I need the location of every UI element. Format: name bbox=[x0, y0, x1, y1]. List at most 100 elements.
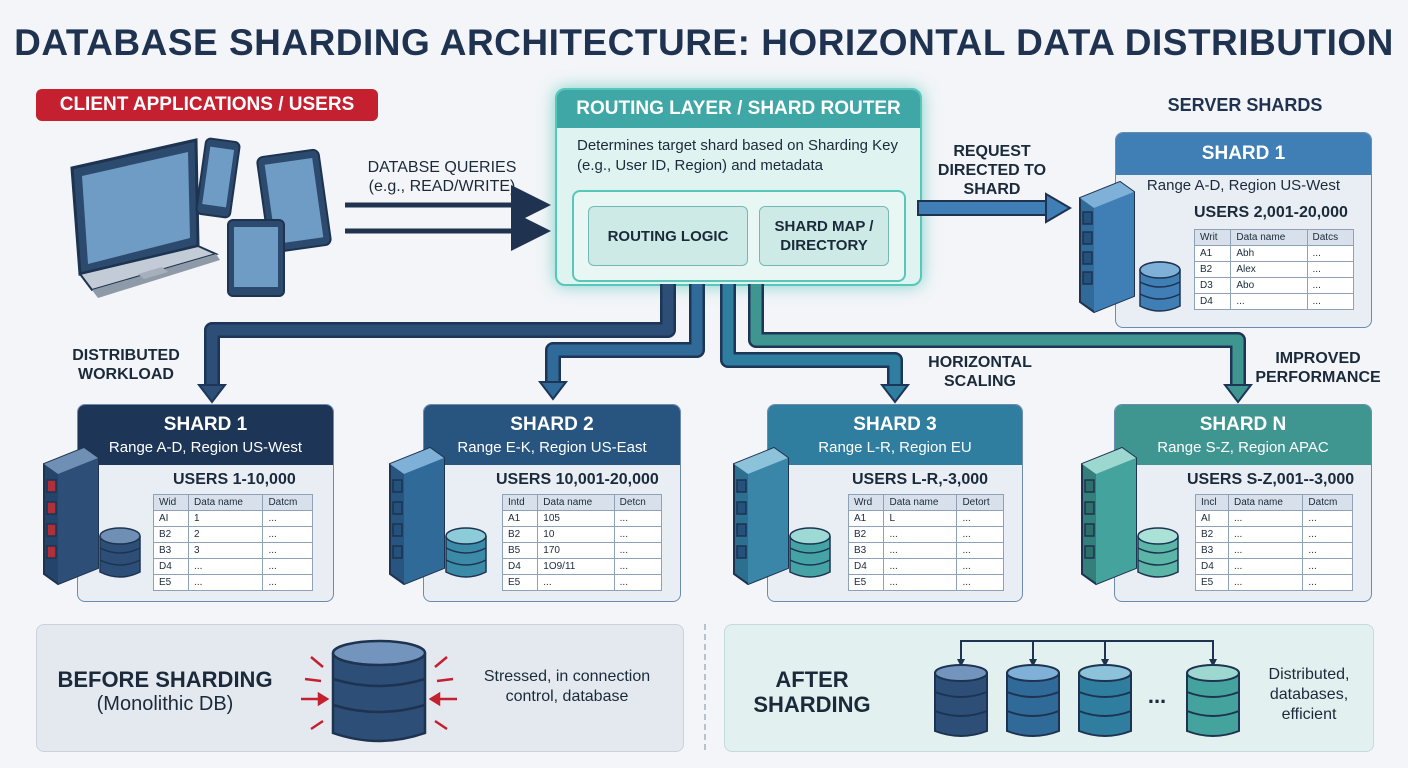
small-tablet-icon bbox=[227, 219, 285, 297]
shard-name: SHARD 3 bbox=[853, 414, 937, 435]
request-label-line3: SHARD bbox=[963, 181, 1021, 198]
panel-divider bbox=[704, 624, 706, 750]
shard-range: Range A-D, Region US-West bbox=[108, 439, 303, 456]
before-text-line2: control, database bbox=[505, 688, 629, 705]
queries-label-line2: (e.g., READ/WRITE) bbox=[368, 178, 516, 195]
routing-arrowheads bbox=[196, 381, 1254, 404]
before-text-line1: Stressed, in connection bbox=[483, 668, 651, 685]
top-shard-range: Range A-D, Region US-West bbox=[1146, 177, 1341, 194]
shard-1-server-icon bbox=[43, 446, 141, 586]
client-applications-badge: CLIENT APPLICATIONS / USERS bbox=[36, 89, 378, 121]
request-directed-label: REQUEST DIRECTED TO SHARD bbox=[922, 142, 1062, 199]
distributed-workload-label: DISTRIBUTED WORKLOAD bbox=[56, 346, 196, 384]
shard-range: Range E-K, Region US-East bbox=[457, 439, 647, 456]
shard-map-box: SHARD MAP / DIRECTORY bbox=[759, 206, 889, 266]
horizontal-label-line1: HORIZONTAL bbox=[928, 354, 1032, 371]
table-row: D4...... bbox=[1195, 558, 1353, 575]
before-sharding-subtitle: (Monolithic DB) bbox=[96, 693, 234, 715]
shard-range: Range L-R, Region EU bbox=[818, 439, 972, 456]
horizontal-scaling-label: HORIZONTAL SCALING bbox=[920, 353, 1040, 391]
queries-label: DATABSE QUERIES (e.g., READ/WRITE) bbox=[352, 158, 532, 196]
table-row: E5...... bbox=[501, 574, 663, 591]
queries-label-line1: DATABSE QUERIES bbox=[367, 159, 517, 176]
table-row: E5...... bbox=[152, 574, 313, 591]
table-row: B2...... bbox=[847, 526, 1004, 543]
top-shard-header: SHARD 1 bbox=[1116, 133, 1371, 175]
shard-card-header: SHARD 2 Range E-K, Region US-East bbox=[424, 405, 680, 465]
query-arrows bbox=[345, 185, 551, 251]
table-row: B3...... bbox=[847, 542, 1004, 559]
after-sharding-panel: AFTER SHARDING ... Distributed, databas bbox=[724, 624, 1374, 752]
improved-performance-label: IMPROVED PERFORMANCE bbox=[1248, 349, 1388, 387]
shard-2-server-icon bbox=[389, 446, 487, 586]
top-shard-server-icon bbox=[1079, 180, 1181, 314]
shard-card-2: SHARD 2 Range E-K, Region US-East USERS … bbox=[423, 404, 681, 602]
after-text-line1: Distributed, bbox=[1268, 666, 1350, 683]
shard-name: SHARD 1 bbox=[163, 414, 248, 435]
distributed-databases-icon bbox=[934, 640, 1240, 737]
shard-card-header: SHARD 1 Range A-D, Region US-West bbox=[78, 405, 333, 465]
shard-card-3: SHARD 3 Range L-R, Region EU USERS L-R,-… bbox=[767, 404, 1023, 602]
table-row: D4...... bbox=[1193, 293, 1355, 310]
routing-layer-inner-box: ROUTING LOGIC SHARD MAP / DIRECTORY bbox=[572, 190, 906, 282]
distributed-label-line2: WORKLOAD bbox=[78, 366, 174, 383]
top-shard-name: SHARD 1 bbox=[1201, 143, 1286, 164]
phone-icon bbox=[195, 137, 241, 219]
page-title: DATABASE SHARDING ARCHITECTURE: HORIZONT… bbox=[14, 22, 1394, 63]
shard-name: SHARD N bbox=[1199, 414, 1287, 435]
before-sharding-title: BEFORE SHARDING bbox=[57, 667, 273, 692]
routing-paths bbox=[204, 284, 1246, 388]
table-row: D4...... bbox=[152, 558, 313, 575]
shard-card-header: SHARD 3 Range L-R, Region EU bbox=[768, 405, 1022, 465]
table-header: Datcs bbox=[1306, 229, 1355, 246]
after-sharding-text: Distributed, databases, efficient bbox=[1249, 665, 1369, 725]
after-text-line2: databases, bbox=[1269, 686, 1349, 703]
shard-name: SHARD 2 bbox=[510, 414, 594, 435]
horizontal-label-line2: SCALING bbox=[944, 373, 1016, 390]
routing-layer-box: ROUTING LAYER / SHARD ROUTER Determines … bbox=[555, 88, 922, 286]
shard-users: USERS 1-10,000 bbox=[173, 471, 296, 488]
shard-n-server-icon bbox=[1081, 446, 1179, 586]
shard-map-label-line2: DIRECTORY bbox=[780, 237, 868, 254]
shard-3-server-icon bbox=[733, 446, 831, 586]
shard-card-1: SHARD 1 Range A-D, Region US-West USERS … bbox=[77, 404, 334, 602]
shard-map-label-line1: SHARD MAP / bbox=[774, 218, 874, 235]
routing-layer-description: Determines target shard based on Shardin… bbox=[577, 137, 899, 174]
table-row: D4...... bbox=[847, 558, 1004, 575]
client-devices-illustration bbox=[70, 137, 332, 298]
shard-users: USERS L-R,-3,000 bbox=[852, 471, 989, 488]
table-row: B2...... bbox=[1195, 526, 1353, 543]
top-shard-users: USERS 2,001-20,000 bbox=[1194, 204, 1348, 221]
shard-users: USERS 10,001-20,000 bbox=[496, 471, 659, 488]
distributed-label-line1: DISTRIBUTED bbox=[72, 347, 180, 364]
improved-label-line2: PERFORMANCE bbox=[1255, 369, 1381, 386]
table-header: Writ bbox=[1193, 229, 1232, 246]
table-header: Data name bbox=[1230, 229, 1308, 246]
after-sharding-title: AFTER SHARDING bbox=[737, 667, 887, 717]
after-text-line3: efficient bbox=[1281, 706, 1337, 723]
more-shards-ellipsis: ... bbox=[1147, 683, 1167, 708]
routing-layer-title: ROUTING LAYER / SHARD ROUTER bbox=[557, 90, 920, 128]
laptop-icon bbox=[70, 138, 220, 298]
before-sharding-panel: BEFORE SHARDING (Monolithic DB) Stressed… bbox=[36, 624, 684, 752]
shard-range: Range S-Z, Region APAC bbox=[1157, 439, 1329, 456]
request-arrow bbox=[917, 192, 1072, 224]
shard-users: USERS S-Z,001--3,000 bbox=[1187, 471, 1355, 488]
table-row: E5...... bbox=[847, 574, 1004, 591]
